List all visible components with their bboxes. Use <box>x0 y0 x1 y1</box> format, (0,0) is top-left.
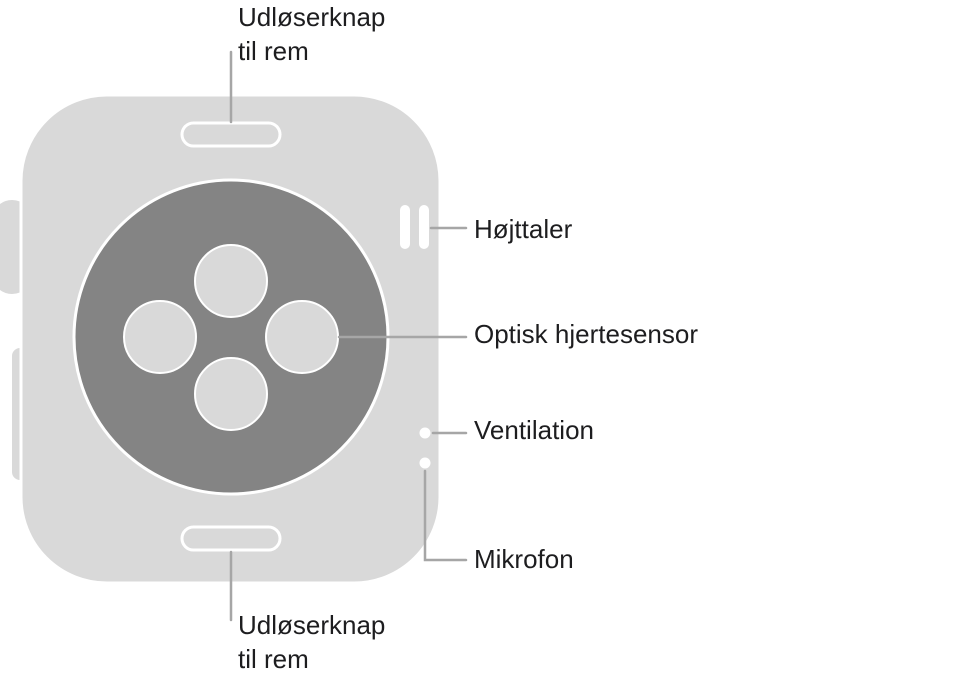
label-microphone: Mikrofon <box>474 544 574 574</box>
speaker-slot-right <box>419 205 429 249</box>
label-band-release-bottom-line1: Udløserknap <box>238 610 386 640</box>
microphone-hole <box>419 457 431 469</box>
label-speaker: Højttaler <box>474 214 573 244</box>
speaker-slot-left <box>400 205 410 249</box>
leader-line-microphone <box>423 469 468 562</box>
label-band-release-top-line1: Udløserknap <box>238 2 386 32</box>
sensor-pad-left <box>123 300 197 374</box>
label-band-release-bottom: Udløserknap til rem <box>238 608 385 676</box>
sensor-pad-right <box>265 300 339 374</box>
vent-hole <box>419 427 431 439</box>
sensor-pad-top <box>194 244 268 318</box>
label-band-release-bottom-line2: til rem <box>238 644 309 674</box>
label-vent: Ventilation <box>474 415 594 445</box>
band-release-button-bottom <box>180 525 282 552</box>
label-optical-heart-sensor: Optisk hjertesensor <box>474 319 698 349</box>
label-band-release-top-line2: til rem <box>238 36 309 66</box>
label-band-release-top: Udløserknap til rem <box>238 0 385 68</box>
sensor-pad-bottom <box>194 357 268 431</box>
